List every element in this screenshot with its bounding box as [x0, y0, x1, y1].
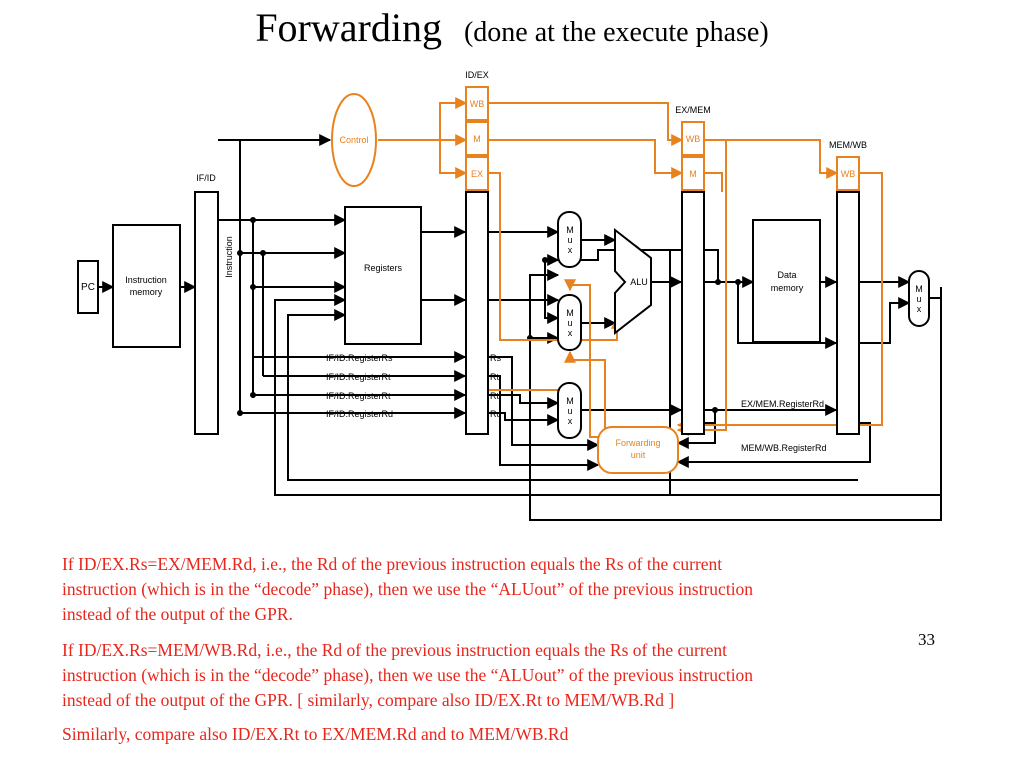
svg-text:x: x [568, 416, 573, 426]
control-label: Control [339, 135, 368, 145]
alu-label: ALU [630, 277, 648, 287]
idex-rt-label-1: Rt [490, 372, 499, 382]
paragraph-2-line-3: instead of the output of the GPR. [ simi… [62, 690, 675, 710]
ifid-registerrt-label-1: IF/ID.RegisterRt [326, 372, 391, 382]
ex-mem-register: EX/MEM WB M [675, 105, 711, 435]
svg-text:u: u [567, 318, 572, 328]
idex-rt-label-2: Rt [490, 391, 499, 401]
paragraph-2-line-1: If ID/EX.Rs=MEM/WB.Rd, i.e., the Rd of t… [62, 640, 728, 660]
paragraph-3: Similarly, compare also ID/EX.Rt to EX/M… [62, 722, 568, 747]
paragraph-3-line-1: Similarly, compare also ID/EX.Rt to EX/M… [62, 724, 569, 744]
data-memory-block: Data memory [752, 219, 821, 343]
ifid-registerrs-label: IF/ID.RegisterRs [326, 353, 393, 363]
svg-text:M: M [566, 308, 574, 318]
paragraph-1: If ID/EX.Rs=EX/MEM.Rd, i.e., the Rd of t… [62, 552, 753, 627]
slide-title: Forwarding (done at the execute phase) [0, 4, 1024, 51]
mux-writeback: M u x [908, 270, 930, 327]
mux-regdst: M u x [557, 382, 582, 439]
paragraph-1-line-3: instead of the output of the GPR. [62, 604, 293, 624]
data-memory-label-1: Data [777, 270, 796, 280]
svg-text:x: x [568, 245, 573, 255]
forwarding-datapath-diagram: PC Instruction memory IF/ID Instruction … [77, 70, 942, 521]
ifid-registerrt-label-2: IF/ID.RegisterRt [326, 391, 391, 401]
id-ex-m: M [473, 134, 481, 144]
exmem-registerrd-label: EX/MEM.RegisterRd [741, 399, 824, 409]
instruction-memory-label-1: Instruction [125, 275, 167, 285]
mux-top: M u x [557, 211, 582, 268]
mux-middle: M u x [557, 294, 582, 351]
svg-text:x: x [568, 328, 573, 338]
memwb-registerrd-label: MEM/WB.RegisterRd [741, 443, 827, 453]
instruction-memory-label-2: memory [130, 287, 163, 297]
forwarding-label-1: Forwarding [615, 438, 660, 448]
title-sub: (done at the execute phase) [463, 17, 769, 48]
ifid-registerrd-label: IF/ID.RegisterRd [326, 409, 393, 419]
instruction-memory-block: Instruction memory [112, 224, 181, 348]
paragraph-2: If ID/EX.Rs=MEM/WB.Rd, i.e., the Rd of t… [62, 638, 753, 713]
data-wires [98, 134, 942, 521]
id-ex-register: ID/EX WB M EX [465, 70, 489, 435]
registers-block: Registers [344, 206, 422, 345]
pc-label: PC [81, 282, 95, 293]
data-memory-label-2: memory [771, 283, 804, 293]
forwarding-unit: Forwarding unit [597, 426, 679, 474]
registers-label: Registers [364, 263, 403, 273]
svg-text:u: u [916, 294, 921, 304]
control-unit: Control [331, 93, 377, 187]
id-ex-ex: EX [471, 169, 483, 179]
alu-block: ALU [614, 227, 652, 336]
ex-mem-m: M [689, 169, 697, 179]
idex-rd-label: Rd [490, 409, 502, 419]
svg-text:M: M [566, 225, 574, 235]
forwarding-label-2: unit [631, 450, 646, 460]
paragraph-1-line-2: instruction (which is in the “decode” ph… [62, 579, 754, 599]
pc-block: PC [77, 260, 99, 314]
ex-mem-label: EX/MEM [675, 105, 711, 115]
ex-mem-wb: WB [686, 134, 701, 144]
svg-text:M: M [915, 284, 923, 294]
svg-text:x: x [917, 304, 922, 314]
title-main: Forwarding [255, 5, 442, 50]
page-number: 33 [918, 630, 935, 649]
if-id-register: IF/ID Instruction [194, 173, 234, 435]
mem-wb-register: MEM/WB WB [829, 140, 867, 435]
instruction-label: Instruction [224, 236, 234, 278]
svg-text:u: u [567, 406, 572, 416]
id-ex-wb: WB [470, 99, 485, 109]
idex-rs-label: Rs [490, 353, 501, 363]
mem-wb-wb: WB [841, 169, 856, 179]
mem-wb-label: MEM/WB [829, 140, 867, 150]
if-id-label: IF/ID [196, 173, 216, 183]
svg-text:u: u [567, 235, 572, 245]
paragraph-1-line-1: If ID/EX.Rs=EX/MEM.Rd, i.e., the Rd of t… [62, 554, 723, 574]
wire-labels: IF/ID.RegisterRs IF/ID.RegisterRt IF/ID.… [326, 353, 827, 453]
id-ex-label: ID/EX [465, 70, 489, 80]
paragraph-2-line-2: instruction (which is in the “decode” ph… [62, 665, 754, 685]
svg-text:M: M [566, 396, 574, 406]
